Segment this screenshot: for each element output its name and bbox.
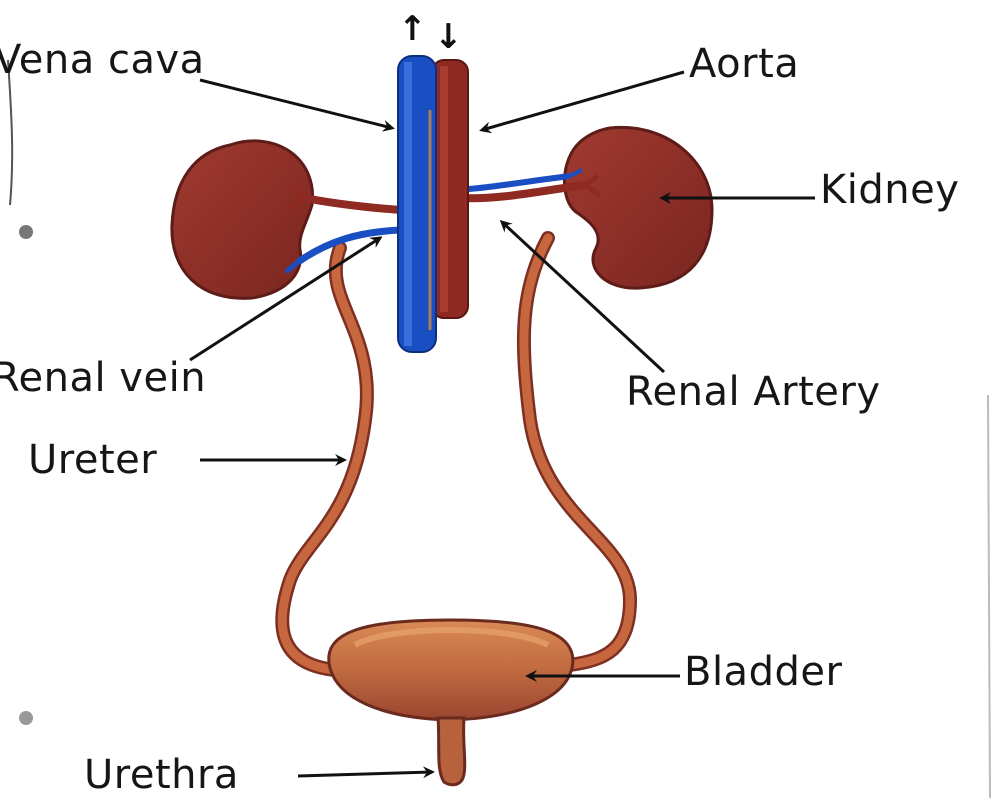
label-vena-cava: Vena cava bbox=[0, 40, 205, 80]
urethra-tube bbox=[438, 718, 465, 785]
label-renal-artery: Renal Artery bbox=[626, 372, 881, 412]
blood-flow-up-arrow-icon: ↑ bbox=[398, 12, 427, 46]
right-kidney bbox=[564, 127, 712, 288]
aorta-pointer bbox=[482, 72, 684, 130]
label-urethra: Urethra bbox=[84, 755, 239, 795]
bladder-organ bbox=[329, 620, 573, 720]
vena-cava-vessel bbox=[398, 56, 436, 352]
vena-cava-pointer bbox=[200, 80, 392, 128]
punch-hole-mark bbox=[19, 711, 33, 725]
label-bladder: Bladder bbox=[684, 652, 842, 692]
right-ureter bbox=[524, 238, 630, 665]
label-renal-vein: Renal vein bbox=[0, 358, 206, 398]
label-kidney: Kidney bbox=[820, 170, 959, 210]
blood-flow-down-arrow-icon: ↓ bbox=[434, 20, 463, 54]
aorta-vessel bbox=[432, 60, 468, 318]
label-aorta: Aorta bbox=[689, 44, 799, 84]
scan-edge-line bbox=[988, 395, 990, 798]
left-kidney bbox=[172, 141, 313, 298]
punch-hole-mark bbox=[19, 225, 33, 239]
label-ureter: Ureter bbox=[28, 440, 157, 480]
urethra-pointer bbox=[298, 772, 432, 776]
